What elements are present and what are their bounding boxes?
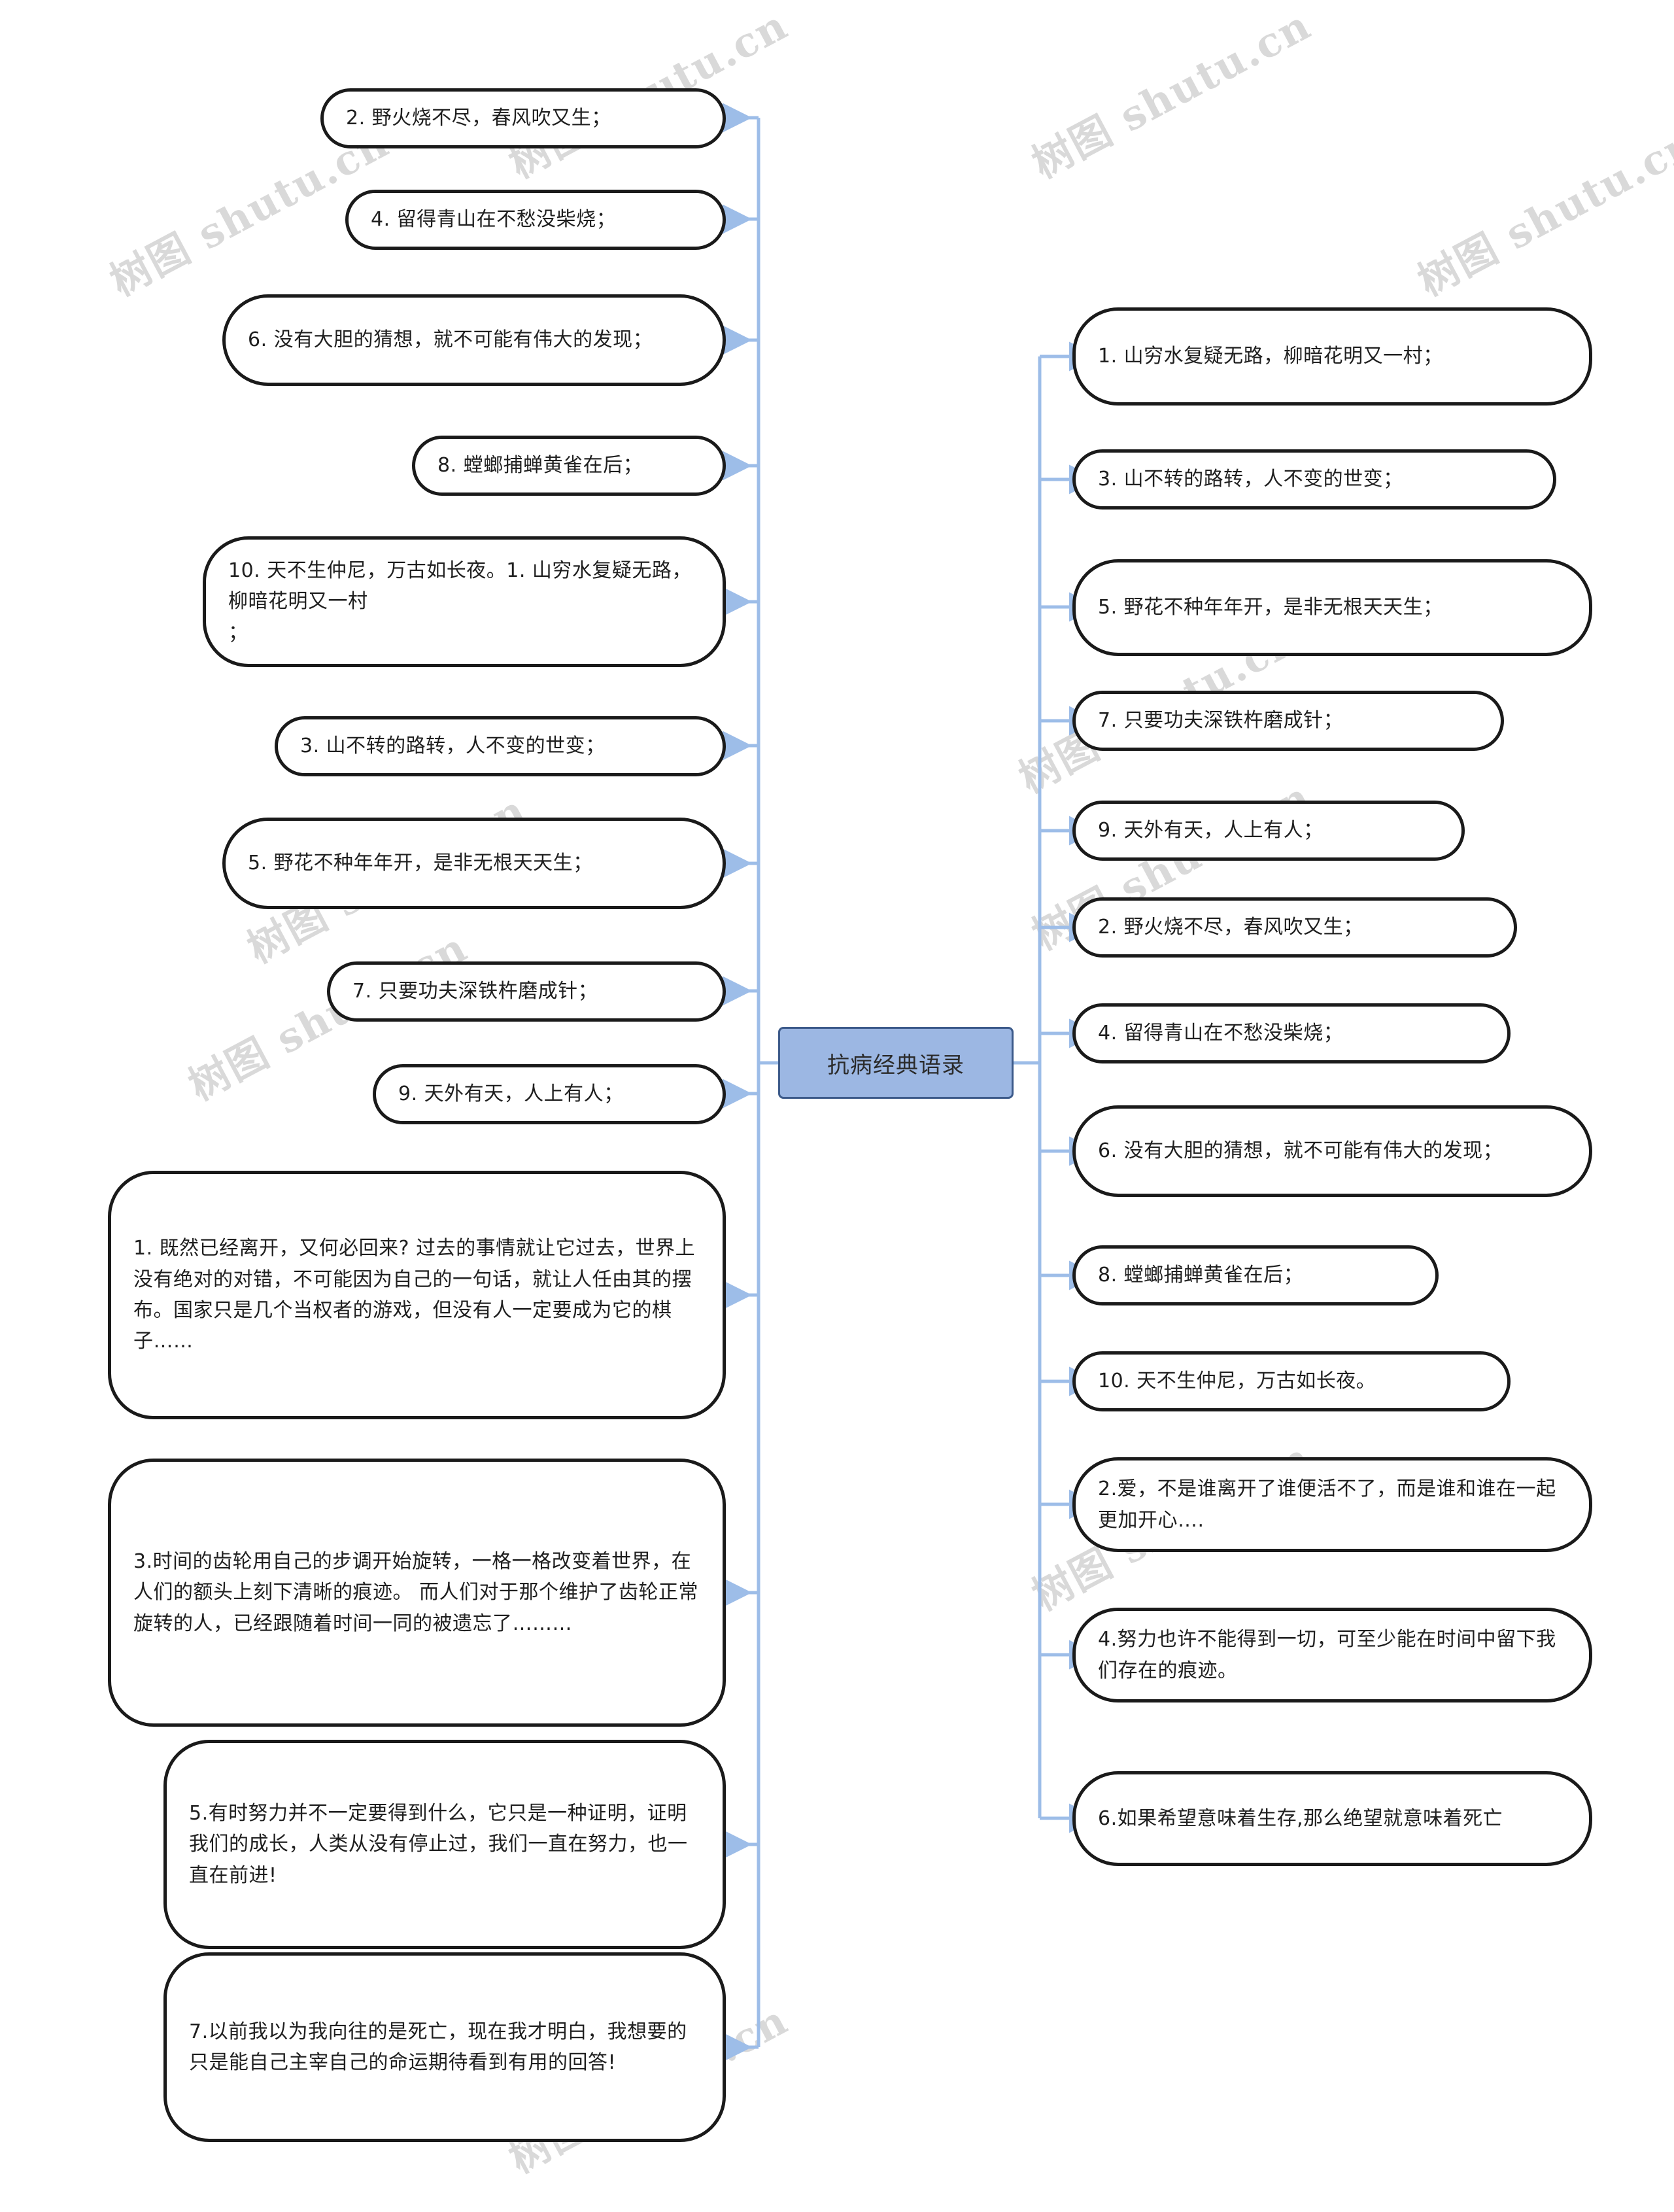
right-node-5-label: 9. 天外有天，人上有人； bbox=[1098, 819, 1324, 842]
right-node-5[interactable]: 9. 天外有天，人上有人； bbox=[1072, 801, 1465, 861]
left-node-12[interactable]: 5.有时努力并不一定要得到什么，它只是一种证明，证明我们的成长，人类从没有停止过… bbox=[163, 1740, 726, 1949]
right-node-4[interactable]: 7. 只要功夫深铁杵磨成针； bbox=[1072, 691, 1504, 751]
right-node-8-label: 6. 没有大胆的猜想，就不可能有伟大的发现； bbox=[1098, 1139, 1503, 1163]
left-node-3[interactable]: 6. 没有大胆的猜想，就不可能有伟大的发现； bbox=[222, 294, 726, 386]
right-node-13-label: 6.如果希望意味着生存,那么绝望就意味着死亡 bbox=[1098, 1806, 1503, 1830]
left-node-1[interactable]: 2. 野火烧不尽，春风吹又生； bbox=[320, 88, 726, 148]
left-node-10[interactable]: 1. 既然已经离开，又何必回来? 过去的事情就让它过去，世界上没有绝对的对错，不… bbox=[108, 1171, 726, 1419]
right-node-10[interactable]: 10. 天不生仲尼，万古如长夜。 bbox=[1072, 1351, 1511, 1411]
left-node-7-label: 5. 野花不种年年开，是非无根天天生； bbox=[248, 852, 593, 875]
right-node-3-label: 5. 野花不种年年开，是非无根天天生； bbox=[1098, 596, 1443, 619]
root-node-label: 抗病经典语录 bbox=[827, 1052, 965, 1079]
right-node-4-label: 7. 只要功夫深铁杵磨成针； bbox=[1098, 709, 1344, 733]
right-node-13[interactable]: 6.如果希望意味着生存,那么绝望就意味着死亡 bbox=[1072, 1771, 1592, 1866]
left-node-9-label: 9. 天外有天，人上有人； bbox=[398, 1082, 624, 1106]
right-node-11-label: 2.爱，不是谁离开了谁便活不了，而是谁和谁在一起更加开心…. bbox=[1098, 1478, 1556, 1532]
left-node-4[interactable]: 8. 螳螂捕蝉黄雀在后； bbox=[412, 436, 726, 496]
right-node-6-label: 2. 野火烧不尽，春风吹又生； bbox=[1098, 916, 1363, 939]
right-node-1[interactable]: 1. 山穷水复疑无路，柳暗花明又一村； bbox=[1072, 307, 1592, 406]
right-node-6[interactable]: 2. 野火烧不尽，春风吹又生； bbox=[1072, 897, 1517, 958]
left-node-11[interactable]: 3.时间的齿轮用自己的步调开始旋转，一格一格改变着世界，在人们的额头上刻下清晰的… bbox=[108, 1459, 726, 1727]
left-node-3-label: 6. 没有大胆的猜想，就不可能有伟大的发现； bbox=[248, 328, 653, 352]
left-node-6-label: 3. 山不转的路转，人不变的世变； bbox=[300, 734, 606, 758]
right-node-12[interactable]: 4.努力也许不能得到一切，可至少能在时间中留下我们存在的痕迹。 bbox=[1072, 1608, 1592, 1702]
right-node-3[interactable]: 5. 野花不种年年开，是非无根天天生； bbox=[1072, 559, 1592, 656]
right-node-2[interactable]: 3. 山不转的路转，人不变的世变； bbox=[1072, 449, 1556, 510]
left-node-13-label: 7.以前我以为我向往的是死亡，现在我才明白，我想要的只是能自己主宰自己的命运期待… bbox=[189, 2020, 687, 2074]
left-node-2-label: 4. 留得青山在不愁没柴烧； bbox=[371, 208, 617, 232]
right-node-7[interactable]: 4. 留得青山在不愁没柴烧； bbox=[1072, 1003, 1511, 1063]
left-node-10-label: 1. 既然已经离开，又何必回来? 过去的事情就让它过去，世界上没有绝对的对错，不… bbox=[133, 1237, 696, 1353]
right-node-2-label: 3. 山不转的路转，人不变的世变； bbox=[1098, 468, 1403, 491]
right-node-11[interactable]: 2.爱，不是谁离开了谁便活不了，而是谁和谁在一起更加开心…. bbox=[1072, 1457, 1592, 1552]
left-node-13[interactable]: 7.以前我以为我向往的是死亡，现在我才明白，我想要的只是能自己主宰自己的命运期待… bbox=[163, 1952, 726, 2142]
left-node-5-label: 10. 天不生仲尼，万古如长夜。1. 山穷水复疑无路，柳暗花明又一村 ； bbox=[228, 559, 692, 644]
left-node-9[interactable]: 9. 天外有天，人上有人； bbox=[373, 1064, 726, 1124]
left-node-2[interactable]: 4. 留得青山在不愁没柴烧； bbox=[345, 190, 726, 250]
left-node-6[interactable]: 3. 山不转的路转，人不变的世变； bbox=[275, 716, 726, 776]
left-node-1-label: 2. 野火烧不尽，春风吹又生； bbox=[346, 107, 611, 130]
left-node-4-label: 8. 螳螂捕蝉黄雀在后； bbox=[437, 454, 643, 477]
left-node-8[interactable]: 7. 只要功夫深铁杵磨成针； bbox=[327, 961, 726, 1022]
right-node-10-label: 10. 天不生仲尼，万古如长夜。 bbox=[1098, 1370, 1376, 1393]
right-node-8[interactable]: 6. 没有大胆的猜想，就不可能有伟大的发现； bbox=[1072, 1105, 1592, 1197]
left-node-7[interactable]: 5. 野花不种年年开，是非无根天天生； bbox=[222, 818, 726, 909]
left-node-8-label: 7. 只要功夫深铁杵磨成针； bbox=[352, 980, 598, 1003]
right-node-9-label: 8. 螳螂捕蝉黄雀在后； bbox=[1098, 1264, 1304, 1287]
root-node[interactable]: 抗病经典语录 bbox=[778, 1027, 1014, 1099]
right-node-9[interactable]: 8. 螳螂捕蝉黄雀在后； bbox=[1072, 1245, 1439, 1305]
left-node-12-label: 5.有时努力并不一定要得到什么，它只是一种证明，证明我们的成长，人类从没有停止过… bbox=[189, 1801, 688, 1887]
right-node-7-label: 4. 留得青山在不愁没柴烧； bbox=[1098, 1022, 1344, 1045]
left-node-11-label: 3.时间的齿轮用自己的步调开始旋转，一格一格改变着世界，在人们的额头上刻下清晰的… bbox=[133, 1549, 699, 1635]
right-node-12-label: 4.努力也许不能得到一切，可至少能在时间中留下我们存在的痕迹。 bbox=[1098, 1628, 1556, 1682]
right-node-1-label: 1. 山穷水复疑无路，柳暗花明又一村； bbox=[1098, 345, 1443, 368]
left-node-5[interactable]: 10. 天不生仲尼，万古如长夜。1. 山穷水复疑无路，柳暗花明又一村 ； bbox=[203, 536, 726, 667]
